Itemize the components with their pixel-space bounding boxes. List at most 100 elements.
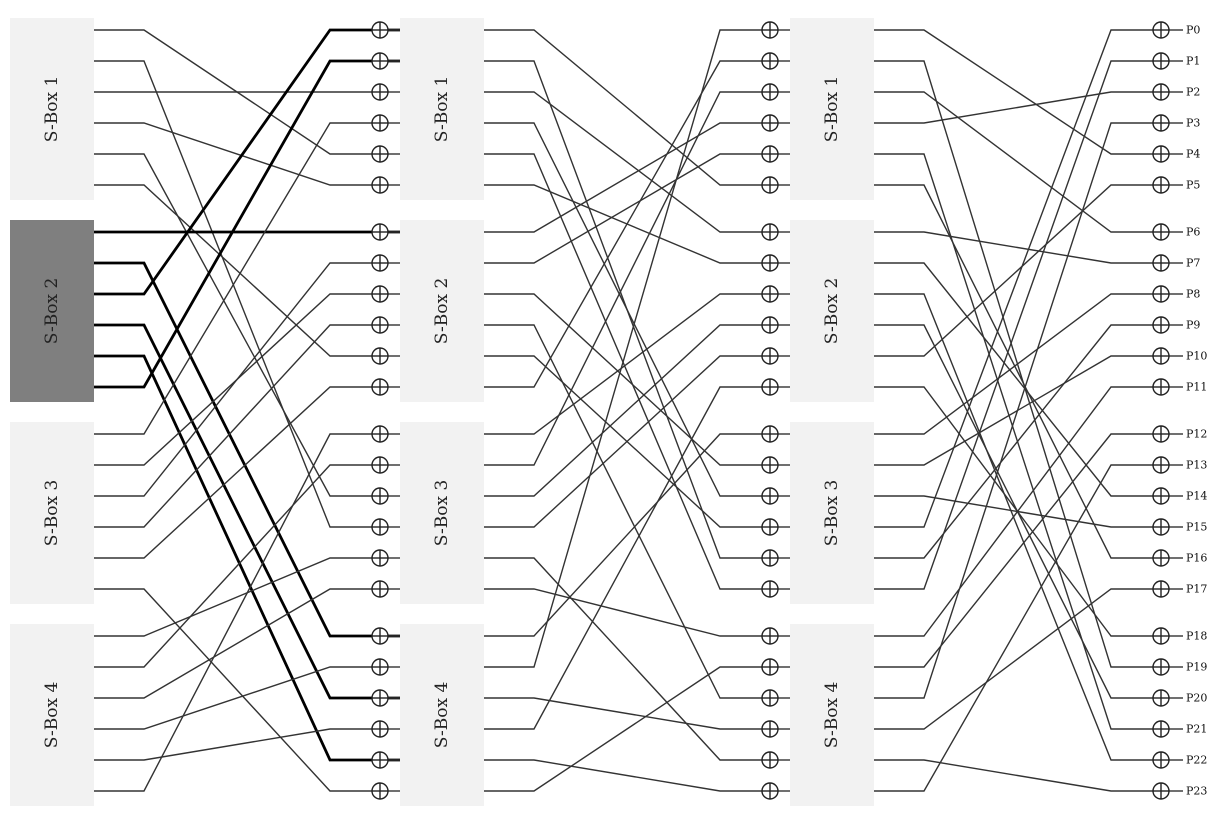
sbox-stage3-1 — [790, 18, 874, 200]
sbox-label: S-Box 4 — [432, 682, 452, 749]
xor-icon — [1152, 720, 1170, 738]
sbox-label: S-Box 2 — [42, 278, 62, 345]
wire-stage3-19 — [874, 433, 1161, 668]
output-label: P19 — [1186, 661, 1207, 674]
wire-stage1-7 — [94, 261, 380, 638]
wire-stage3-23 — [874, 464, 1161, 792]
xor-icon — [1152, 52, 1170, 70]
sbox-stage2-2 — [400, 220, 484, 402]
wire-stage2-4 — [484, 153, 770, 590]
xor-icon — [371, 425, 389, 443]
wire-stage3-0 — [874, 29, 1161, 155]
output-label: P12 — [1186, 428, 1207, 441]
xor-icon — [1152, 518, 1170, 536]
sbox-label: S-Box 4 — [42, 682, 62, 749]
output-label: P5 — [1186, 179, 1200, 192]
xor-icon — [371, 580, 389, 598]
xor-icon — [761, 254, 779, 272]
output-label: P17 — [1186, 583, 1207, 596]
xor-icon — [371, 21, 389, 39]
output-label: P22 — [1186, 754, 1207, 767]
output-label-layer: P0P1P2P3P4P5P6P7P8P9P10P11P12P13P14P15P1… — [1186, 24, 1207, 798]
xor-icon — [761, 83, 779, 101]
xor-icon — [371, 145, 389, 163]
wire-stage1-21 — [94, 666, 380, 730]
wire-stage2-17 — [484, 588, 770, 637]
sbox-stage2-4 — [400, 624, 484, 806]
wire-stage1-14 — [94, 262, 380, 497]
xor-icon — [371, 456, 389, 474]
wire-stage2-2 — [484, 91, 770, 233]
xor-icon — [761, 782, 779, 800]
xor-icon — [761, 627, 779, 645]
output-label: P20 — [1186, 692, 1207, 705]
xor-icon — [1152, 347, 1170, 365]
xor-icon — [761, 487, 779, 505]
wire-stage1-5 — [94, 184, 380, 357]
wire-stage2-22 — [484, 759, 770, 792]
xor-icon — [761, 347, 779, 365]
xor-icon — [761, 223, 779, 241]
output-label: P9 — [1186, 319, 1200, 332]
sbox-stage2-1 — [400, 18, 484, 200]
xor-icon — [761, 720, 779, 738]
wire-stage2-23 — [484, 666, 770, 792]
wire-stage3-16 — [874, 324, 1161, 559]
sbox-stage2-3 — [400, 422, 484, 604]
wire-stage2-11 — [484, 60, 770, 388]
xor-icon — [371, 378, 389, 396]
xor-icon — [761, 52, 779, 70]
wire-stage1-19 — [94, 464, 380, 668]
xor-icon — [371, 176, 389, 194]
wire-stage2-7 — [484, 153, 770, 264]
xor-icon — [761, 285, 779, 303]
sbox-stage1-4 — [10, 624, 94, 806]
sbox-stage3-3 — [790, 422, 874, 604]
sbox-label: S-Box 2 — [822, 278, 842, 345]
wire-stage1-8 — [94, 28, 380, 296]
output-label: P10 — [1186, 350, 1207, 363]
xor-icon — [1152, 487, 1170, 505]
xor-icon — [1152, 114, 1170, 132]
xor-icon — [371, 751, 389, 769]
xor-icon — [761, 751, 779, 769]
xor-icon — [1152, 627, 1170, 645]
wire-stage3-17 — [874, 60, 1161, 590]
sbox-label: S-Box 2 — [432, 278, 452, 345]
wire-stage1-15 — [94, 324, 380, 528]
xor-icon — [1152, 176, 1170, 194]
output-label: P0 — [1186, 24, 1200, 37]
xor-icon — [371, 254, 389, 272]
xor-icon — [761, 425, 779, 443]
sbox-label: S-Box 3 — [822, 480, 842, 547]
wire-stage2-21 — [484, 386, 770, 730]
wire-stage1-18 — [94, 557, 380, 637]
xor-icon — [1152, 21, 1170, 39]
xor-icon — [1152, 285, 1170, 303]
output-label: P14 — [1186, 490, 1207, 503]
xor-icon — [1152, 316, 1170, 334]
wire-stage3-3 — [874, 91, 1161, 124]
xor-icon — [761, 549, 779, 567]
xor-icon — [371, 658, 389, 676]
xor-icon — [761, 518, 779, 536]
wire-stage1-23 — [94, 433, 380, 792]
output-label: P13 — [1186, 459, 1207, 472]
xor-icon — [371, 487, 389, 505]
wire-stage2-12 — [484, 293, 770, 435]
wire-stage3-22 — [874, 759, 1161, 792]
xor-icon — [371, 114, 389, 132]
wire-stage1-9 — [94, 323, 380, 700]
xor-icon — [371, 720, 389, 738]
xor-icon — [1152, 658, 1170, 676]
wire-stage3-2 — [874, 91, 1161, 233]
wire-stage3-5 — [874, 184, 1161, 559]
wire-stage1-11 — [94, 59, 380, 389]
wire-stage3-8 — [874, 293, 1161, 761]
output-label: P1 — [1186, 55, 1200, 68]
xor-icon — [371, 316, 389, 334]
sbox-label: S-Box 3 — [42, 480, 62, 547]
wire-stage3-15 — [874, 29, 1161, 528]
wire-stage2-9 — [484, 324, 770, 699]
